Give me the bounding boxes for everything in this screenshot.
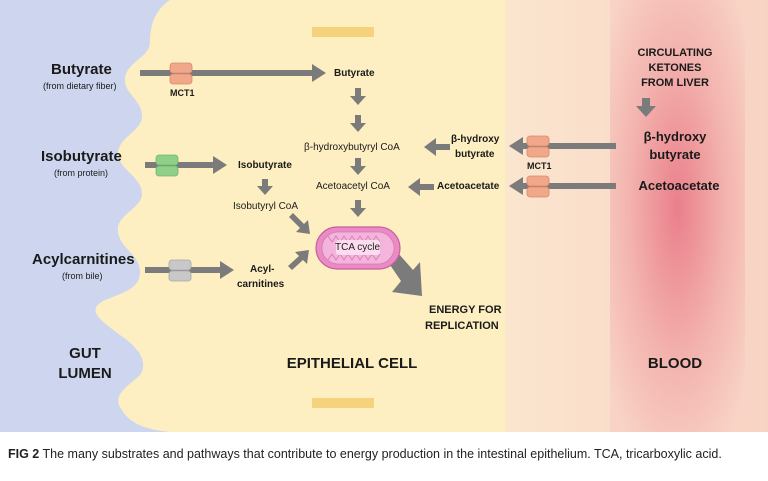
arrow-down-1 bbox=[350, 88, 366, 105]
arrow-acac-to-coa-head bbox=[408, 178, 420, 196]
figure-caption-text: The many substrates and pathways that co… bbox=[39, 447, 722, 461]
cell-isobutyrate-label: Isobutyrate bbox=[238, 160, 292, 171]
mitochondrion bbox=[315, 226, 401, 270]
arrow-acylcarnitines-to-tca bbox=[288, 250, 309, 270]
arrow-blood-acac-shaft bbox=[523, 183, 616, 189]
arrow-ketones-down bbox=[636, 98, 656, 117]
blood-bhb-line2: butyrate bbox=[649, 147, 701, 162]
arrow-butyrate-uptake-shaft bbox=[140, 70, 312, 76]
arrow-acylcarnitines-uptake-head bbox=[220, 261, 234, 279]
acylcarnitines-source: (from bile) bbox=[62, 271, 103, 281]
arrow-bhb-to-coa-head bbox=[424, 138, 436, 156]
mct1-label-lumen: MCT1 bbox=[170, 88, 195, 98]
arrow-down-2 bbox=[350, 115, 366, 132]
gut-lumen-label-line1: GUT bbox=[69, 345, 101, 362]
tca-cycle-label: TCA cycle bbox=[335, 242, 381, 253]
energy-line2: REPLICATION bbox=[425, 320, 499, 332]
isobutyrate-label: Isobutyrate bbox=[41, 148, 122, 165]
mct1-label-blood: MCT1 bbox=[527, 161, 552, 171]
arrow-butyrate-uptake-head bbox=[312, 64, 326, 82]
tight-junction-bottom bbox=[312, 398, 374, 408]
arrow-isobutyryl-to-tca bbox=[289, 213, 310, 234]
arrow-blood-bhb-shaft bbox=[523, 143, 616, 149]
arrow-isobutyrate-uptake-head bbox=[213, 156, 227, 174]
arrows bbox=[140, 64, 656, 296]
arrow-tca-to-energy bbox=[388, 253, 422, 296]
figure-caption: FIG 2 The many substrates and pathways t… bbox=[8, 446, 760, 463]
diagram-canvas bbox=[0, 0, 768, 432]
arrow-isobutyrate-uptake-shaft bbox=[145, 162, 213, 168]
arrow-blood-bhb-head bbox=[509, 137, 523, 155]
acylcarnitines-label: Acylcarnitines bbox=[32, 251, 135, 268]
cell-acylcarnitines-line1: Acyl- bbox=[250, 264, 275, 275]
blood-acetoacetate-label: Acetoacetate bbox=[638, 178, 720, 193]
arrow-bhb-to-coa-shaft bbox=[436, 144, 450, 150]
arrow-acac-to-coa-shaft bbox=[420, 184, 434, 190]
cell-butyrate-label: Butyrate bbox=[334, 68, 375, 79]
isobutyrate-source: (from protein) bbox=[54, 168, 109, 178]
cell-bhb-line1: β-hydroxy bbox=[451, 134, 500, 145]
isobutyryl-coa-label: Isobutyryl CoA bbox=[233, 201, 299, 212]
arrow-isobutyrate-down bbox=[257, 179, 273, 195]
mct1-transporter-butyrate bbox=[169, 62, 193, 85]
blood-bhb-line1: β-hydroxy bbox=[643, 129, 707, 144]
acetoacetyl-coa-label: Acetoacetyl CoA bbox=[316, 181, 390, 192]
protein-transporter bbox=[155, 154, 179, 177]
ketones-line2: KETONES bbox=[648, 62, 702, 74]
ketones-line1: CIRCULATING bbox=[637, 47, 713, 59]
energy-line1: ENERGY FOR bbox=[429, 304, 502, 316]
butyrate-source: (from dietary fiber) bbox=[43, 81, 117, 91]
figure-caption-label: FIG 2 bbox=[8, 447, 40, 461]
ketones-line3: FROM LIVER bbox=[641, 77, 709, 89]
epithelial-cell bbox=[95, 0, 506, 432]
gut-lumen-label-line2: LUMEN bbox=[58, 365, 112, 382]
arrow-down-4 bbox=[350, 200, 366, 217]
blood-vessel bbox=[610, 0, 745, 432]
butyrate-label: Butyrate bbox=[51, 61, 112, 78]
arrow-down-3 bbox=[350, 158, 366, 175]
arrow-blood-acac-head bbox=[509, 177, 523, 195]
transporter-acetoacetate bbox=[526, 175, 550, 198]
bhb-coa-label: β-hydroxybutyryl CoA bbox=[304, 142, 400, 153]
tight-junction-top bbox=[312, 27, 374, 37]
mct1-transporter-bhb bbox=[526, 135, 550, 158]
blood-label: BLOOD bbox=[647, 355, 703, 372]
cell-acetoacetate-label: Acetoacetate bbox=[437, 181, 500, 192]
epithelial-cell-label: EPITHELIAL CELL bbox=[286, 355, 418, 372]
cell-acylcarnitines-line2: carnitines bbox=[237, 279, 285, 290]
cell-bhb-line2: butyrate bbox=[455, 149, 495, 160]
bile-transporter bbox=[168, 259, 192, 282]
